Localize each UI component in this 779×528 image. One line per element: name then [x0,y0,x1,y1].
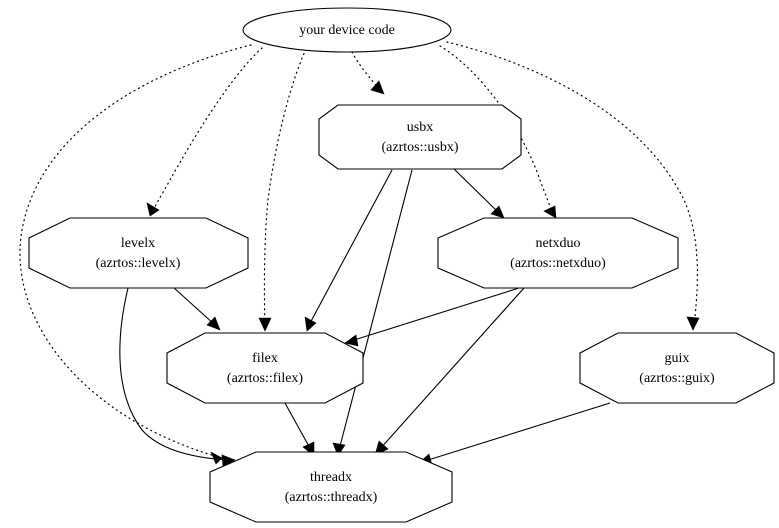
netxduo-shape[interactable] [437,217,679,289]
threadx-label-name: threadx [310,470,352,485]
edge-device-to-levelx [146,47,263,217]
netxduo-label-name: netxduo [535,236,580,251]
edge-levelx-to-filex [172,286,221,331]
usbx-shape[interactable] [318,104,522,170]
your-device-code-label: your device code [299,23,395,38]
edge-netxduo-to-threadx [374,287,525,456]
edge-device-to-usbx [351,51,385,95]
node-netxduo[interactable]: netxduo (azrtos::netxduo) [437,217,679,289]
edge-filex-to-threadx [284,402,315,457]
edge-usbx-to-netxduo [451,166,505,219]
edge-device-to-threadx [19,44,252,465]
usbx-label-package: (azrtos::usbx) [382,140,459,155]
node-filex[interactable]: filex (azrtos::filex) [166,332,364,404]
edge-guix-to-threadx [418,402,611,466]
edge-device-to-netxduo [439,45,557,219]
usbx-label-name: usbx [407,120,433,135]
node-levelx[interactable]: levelx (azrtos::levelx) [28,217,249,289]
threadx-shape[interactable] [209,451,453,523]
edge-usbx-to-threadx [332,169,413,457]
levelx-label-package: (azrtos::levelx) [96,256,181,271]
edge-device-to-filex [258,48,307,332]
node-threadx[interactable]: threadx (azrtos::threadx) [209,451,453,523]
filex-shape[interactable] [166,332,364,404]
filex-label-package: (azrtos::filex) [227,371,304,386]
guix-label-package: (azrtos::guix) [639,371,715,386]
solid-edge-group [119,166,611,468]
levelx-shape[interactable] [28,217,249,289]
node-guix[interactable]: guix (azrtos::guix) [579,332,775,404]
your-device-code-shape[interactable] [242,7,452,53]
levelx-label-name: levelx [121,236,155,251]
guix-shape[interactable] [579,332,775,404]
edge-device-to-guix [446,41,700,331]
node-your-device-code[interactable]: your device code [242,7,452,53]
threadx-label-package: (azrtos::threadx) [285,490,378,505]
filex-label-name: filex [252,351,278,366]
edge-netxduo-to-filex [344,287,520,347]
dotted-edge-group [19,41,700,465]
netxduo-label-package: (azrtos::netxduo) [510,256,606,271]
edge-usbx-to-filex [304,169,393,332]
guix-label-name: guix [665,351,690,366]
node-usbx[interactable]: usbx (azrtos::usbx) [318,104,522,170]
